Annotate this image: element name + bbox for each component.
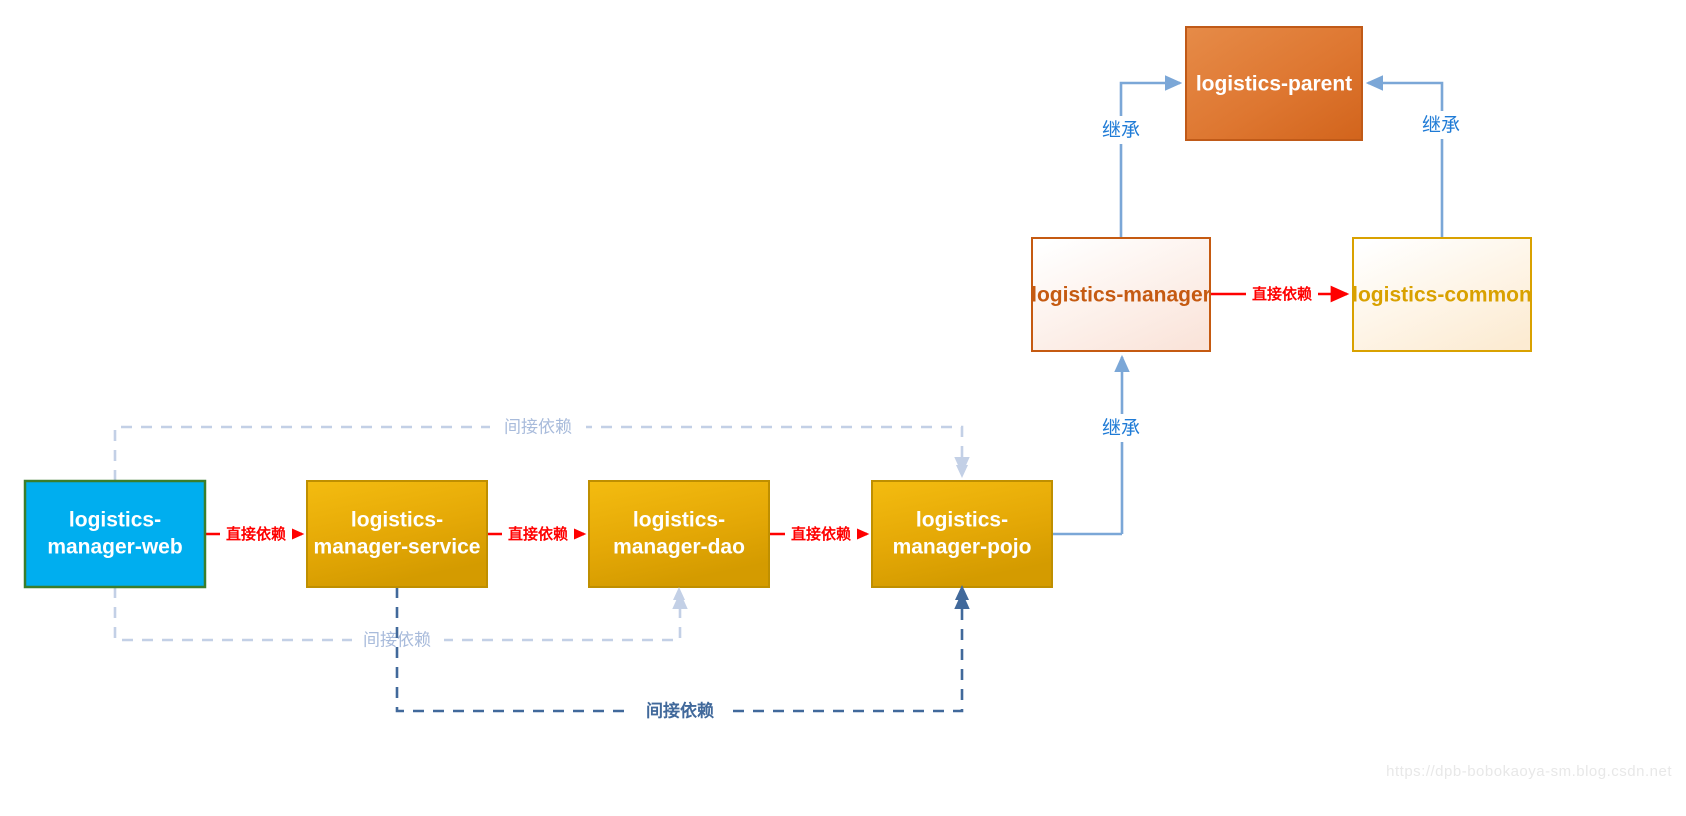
node-logistics-manager-dao-line2: manager-dao <box>613 536 745 559</box>
edge-service-pojo-label: 间接依赖 <box>646 700 714 720</box>
node-logistics-manager-web-line1: logistics- <box>69 509 161 532</box>
node-logistics-manager-web-box[interactable] <box>23 479 207 589</box>
node-logistics-manager-service-box[interactable] <box>306 480 488 588</box>
node-logistics-common[interactable]: logistics-common <box>1352 237 1532 352</box>
label-bg <box>632 698 728 724</box>
edge-web-service-label: 直接依赖 <box>226 525 286 543</box>
node-logistics-manager-box[interactable] <box>1031 237 1211 352</box>
edge-service-dao: 直接依赖 <box>487 522 587 546</box>
label-bg <box>490 414 586 440</box>
edge-service-pojo: 间接依赖 <box>395 587 970 724</box>
web-pojo-arrowhead <box>956 465 968 478</box>
edge-service-pojo-line <box>395 587 970 713</box>
watermark: https://dpb-bobokaoya-sm.blog.csdn.net <box>1386 763 1672 780</box>
label-bg <box>1412 111 1470 139</box>
edge-web-pojo: 间接依赖 <box>113 414 970 481</box>
node-logistics-manager[interactable]: logistics-manager <box>1031 237 1211 352</box>
edge-web-dao-line <box>113 587 688 642</box>
edge-service-dao-label: 直接依赖 <box>508 525 568 543</box>
node-logistics-manager-label: logistics-manager <box>1031 284 1211 307</box>
edge-manager-common-label: 直接依赖 <box>1252 285 1312 303</box>
node-logistics-manager-pojo-line2: manager-pojo <box>893 536 1032 559</box>
edge-common-parent-line <box>1365 75 1444 238</box>
node-logistics-manager-dao-line1: logistics- <box>633 509 725 532</box>
node-logistics-manager-dao-box[interactable] <box>588 480 770 588</box>
label-bg <box>220 522 292 546</box>
label-bg <box>785 522 857 546</box>
edge-dao-pojo: 直接依赖 <box>769 522 870 546</box>
node-logistics-parent-box[interactable] <box>1185 26 1363 141</box>
label-bg <box>1092 116 1150 144</box>
edge-manager-common: 直接依赖 <box>1210 282 1350 306</box>
node-logistics-manager-web[interactable]: logistics- manager-web <box>23 479 207 589</box>
node-logistics-manager-service[interactable]: logistics- manager-service <box>306 480 488 588</box>
label-bg <box>502 522 574 546</box>
edge-web-service: 直接依赖 <box>205 522 305 546</box>
node-logistics-common-label: logistics-common <box>1352 284 1532 307</box>
node-logistics-manager-service-line1: logistics- <box>351 509 443 532</box>
edge-pojo-manager: 继承 <box>1052 354 1150 536</box>
node-logistics-parent-label: logistics-parent <box>1196 73 1352 96</box>
node-logistics-manager-pojo-line1: logistics- <box>916 509 1008 532</box>
edge-web-pojo-label: 间接依赖 <box>504 417 572 436</box>
edge-common-parent: 继承 <box>1365 75 1470 238</box>
node-logistics-manager-service-line2: manager-service <box>314 536 481 559</box>
edge-web-pojo-line <box>113 425 970 481</box>
edge-pojo-manager-label: 继承 <box>1102 417 1140 439</box>
node-logistics-parent[interactable]: logistics-parent <box>1185 26 1363 141</box>
web-dao-arrowhead <box>673 587 685 600</box>
node-logistics-common-box[interactable] <box>1352 237 1532 352</box>
node-logistics-manager-pojo[interactable]: logistics- manager-pojo <box>871 480 1053 588</box>
label-bg <box>1246 282 1318 306</box>
edge-web-dao-label: 间接依赖 <box>363 630 431 649</box>
node-logistics-manager-dao[interactable]: logistics- manager-dao <box>588 480 770 588</box>
node-logistics-manager-pojo-box[interactable] <box>871 480 1053 588</box>
edge-common-parent-label: 继承 <box>1422 114 1460 136</box>
edge-overlay-arrowheads <box>673 465 969 600</box>
edge-manager-parent-line <box>1119 75 1183 238</box>
edge-manager-parent: 继承 <box>1092 75 1183 238</box>
node-logistics-manager-web-line2: manager-web <box>47 536 182 559</box>
service-pojo-arrowhead <box>955 585 969 600</box>
edge-manager-parent-label: 继承 <box>1102 119 1140 141</box>
edge-dao-pojo-label: 直接依赖 <box>791 525 851 543</box>
label-bg <box>1092 414 1150 442</box>
